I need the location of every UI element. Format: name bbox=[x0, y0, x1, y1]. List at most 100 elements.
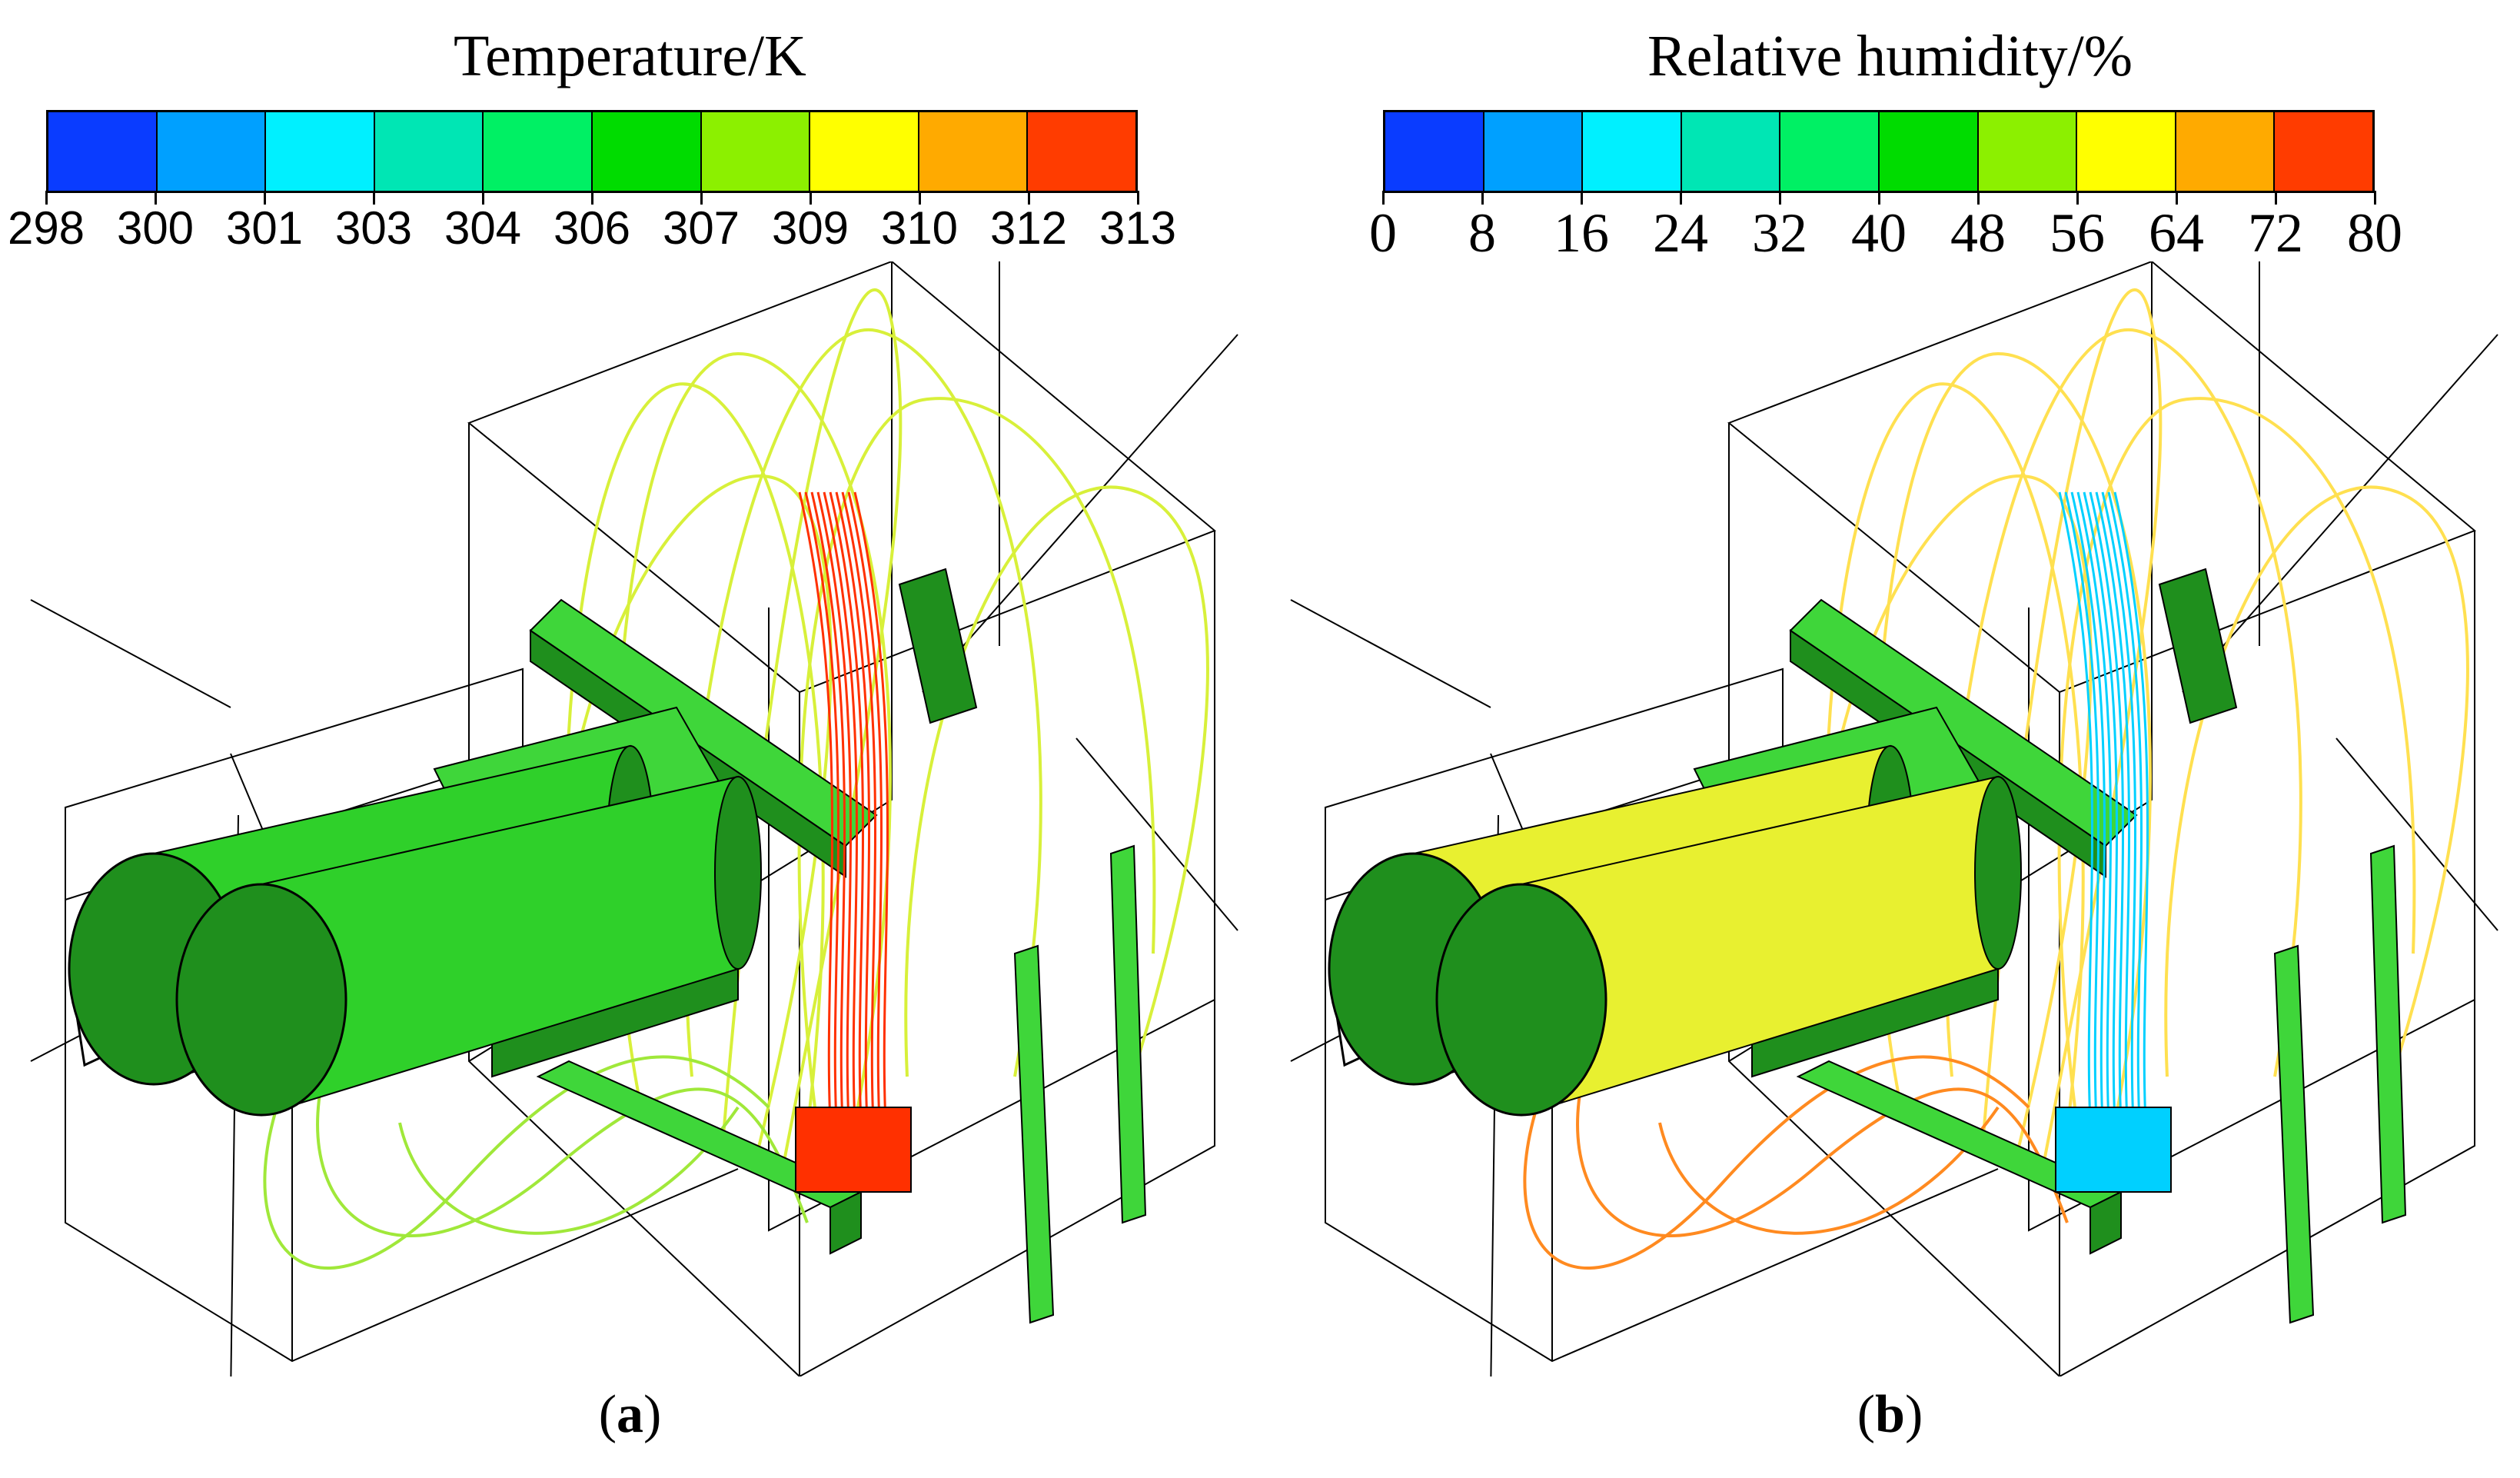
plume-streamline bbox=[841, 491, 876, 1123]
colorbar-tick bbox=[1976, 191, 1980, 205]
colorbar-cell bbox=[1028, 112, 1135, 191]
streamline bbox=[2164, 485, 2469, 1108]
plume-streamline bbox=[853, 491, 889, 1123]
colorbar-tick-label: 313 bbox=[1099, 202, 1177, 254]
plume-streamline bbox=[2083, 491, 2118, 1123]
streamline bbox=[1658, 1106, 2000, 1235]
colorbar-tick-label: 303 bbox=[334, 202, 413, 254]
axis-line bbox=[922, 334, 1238, 693]
colorbar-cell bbox=[592, 112, 702, 191]
colorbar-cell bbox=[2176, 112, 2276, 191]
inlet-box-edge bbox=[65, 807, 739, 1363]
colorbar-cell bbox=[1681, 112, 1781, 191]
pillar bbox=[1109, 844, 1147, 1224]
colorbar-cell bbox=[374, 112, 484, 191]
colorbar-tick bbox=[590, 191, 593, 205]
plume-streamline bbox=[2070, 491, 2106, 1123]
streamline bbox=[1981, 288, 2163, 1162]
colorbar-cell bbox=[1484, 112, 1584, 191]
plume-streamline bbox=[816, 491, 852, 1123]
colorbar-cell bbox=[266, 112, 375, 191]
streamline bbox=[904, 485, 1209, 1108]
colorbar-tick bbox=[700, 191, 703, 205]
streamline bbox=[316, 1076, 809, 1237]
cylinder-end bbox=[1974, 776, 2022, 970]
cfd-scene-humidity bbox=[1290, 261, 2498, 1376]
colorbar-tick bbox=[2076, 191, 2079, 205]
plume-streamline bbox=[2113, 491, 2149, 1123]
colorbar-tick bbox=[2373, 191, 2376, 205]
heat-source bbox=[795, 1107, 912, 1193]
colorbar-tick bbox=[809, 191, 812, 205]
beam-base-end bbox=[829, 1190, 862, 1255]
caption-b: (b) bbox=[1857, 1385, 1923, 1444]
plume-streamline bbox=[835, 491, 870, 1123]
colorbar-tick bbox=[154, 191, 157, 205]
axis-line bbox=[2182, 334, 2498, 693]
colorbar-tick bbox=[1580, 191, 1583, 205]
axis-line bbox=[2335, 737, 2498, 931]
heat-source bbox=[2055, 1107, 2172, 1193]
pillar bbox=[2273, 944, 2315, 1324]
streamline bbox=[721, 288, 903, 1162]
colorbar-cell bbox=[1385, 112, 1484, 191]
colorbar-cell bbox=[484, 112, 593, 191]
colorbar-cell bbox=[1583, 112, 1682, 191]
colorbar-cell bbox=[1780, 112, 1880, 191]
colorbar-tick-label: 24 bbox=[1653, 202, 1708, 264]
plume-streamline bbox=[2101, 491, 2136, 1123]
colorbar-tick bbox=[2175, 191, 2178, 205]
colorbar-cell bbox=[1978, 112, 2078, 191]
plume-streamline bbox=[2107, 491, 2143, 1123]
colorbar-tick-label: 40 bbox=[1851, 202, 1907, 264]
colorbar-tick bbox=[1778, 191, 1781, 205]
colorbar-tick-label: 309 bbox=[771, 202, 849, 254]
colorbar-tick bbox=[372, 191, 375, 205]
colorbar-tick bbox=[45, 191, 48, 205]
streamline bbox=[398, 1106, 740, 1235]
cylinder-face bbox=[1435, 883, 1607, 1117]
plume-streamline bbox=[823, 491, 858, 1123]
colorbar-tick bbox=[1877, 191, 1880, 205]
colorbar-tick bbox=[918, 191, 921, 205]
plume-streamline bbox=[804, 491, 839, 1123]
colorbar-cell bbox=[2275, 112, 2372, 191]
axis-line bbox=[1075, 737, 1238, 931]
streamline bbox=[1576, 1076, 2069, 1237]
colorbar-tick-label: 306 bbox=[553, 202, 631, 254]
colorbar-tick-label: 8 bbox=[1468, 202, 1496, 264]
colorbar-tick-label: 301 bbox=[225, 202, 304, 254]
inlet-box-edge bbox=[1325, 807, 1999, 1363]
colorbar-cell bbox=[919, 112, 1029, 191]
axis-line bbox=[30, 599, 231, 708]
colorbar-tick bbox=[1136, 191, 1139, 205]
legend-title: Relative humidity/% bbox=[1647, 24, 2133, 88]
colorbar-cell bbox=[701, 112, 811, 191]
colorbar-tick-label: 298 bbox=[7, 202, 85, 254]
axis-line bbox=[1290, 599, 1491, 708]
outlet-vent bbox=[2158, 568, 2238, 724]
colorbar-tick-label: 72 bbox=[2248, 202, 2303, 264]
cylinder-face bbox=[175, 883, 347, 1117]
colorbar-cell bbox=[2077, 112, 2176, 191]
colorbar-humidity bbox=[1383, 110, 2375, 193]
colorbar-tick bbox=[263, 191, 266, 205]
colorbar-tick bbox=[481, 191, 484, 205]
colorbar-tick-label: 0 bbox=[1369, 202, 1397, 264]
pillar bbox=[1013, 944, 1055, 1324]
colorbar-tick-label: 310 bbox=[880, 202, 959, 254]
colorbar-tick-label: 312 bbox=[989, 202, 1068, 254]
colorbar-cell bbox=[1879, 112, 1979, 191]
cylinder-end bbox=[714, 776, 762, 970]
colorbar-cell bbox=[157, 112, 267, 191]
colorbar-tick bbox=[1027, 191, 1030, 205]
plume-streamline bbox=[2058, 491, 2093, 1123]
colorbar-cell bbox=[810, 112, 919, 191]
plume-streamline bbox=[2089, 491, 2124, 1123]
colorbar-temperature bbox=[46, 110, 1138, 193]
colorbar-tick-label: 64 bbox=[2149, 202, 2204, 264]
beam-base-end bbox=[2089, 1190, 2122, 1255]
plume-streamline bbox=[2076, 491, 2112, 1123]
